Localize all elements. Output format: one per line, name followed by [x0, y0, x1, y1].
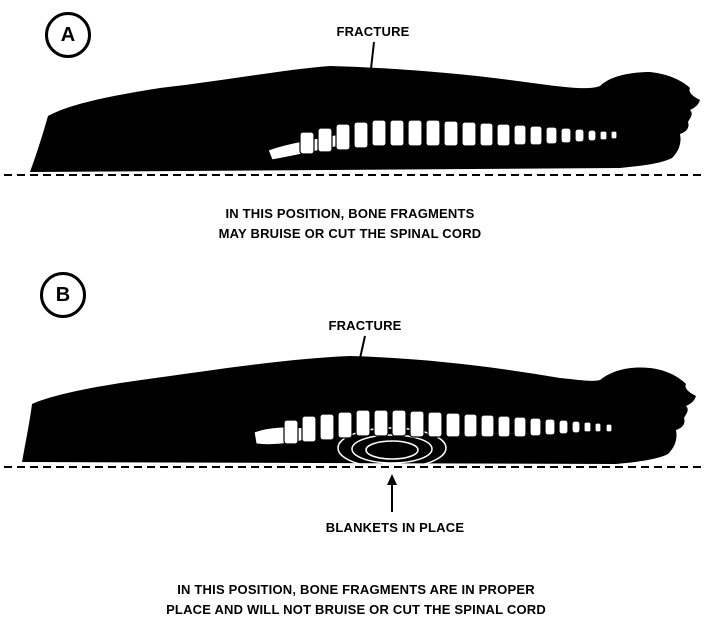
panel-b-arrow-up-icon — [387, 474, 397, 512]
panel-b-caption-line-1: IN THIS POSITION, BONE FRAGMENTS ARE IN … — [60, 580, 652, 600]
panel-b-support-label: BLANKETS IN PLACE — [290, 520, 500, 535]
panel-b-caption-line-2: PLACE AND WILL NOT BRUISE OR CUT THE SPI… — [60, 600, 652, 620]
